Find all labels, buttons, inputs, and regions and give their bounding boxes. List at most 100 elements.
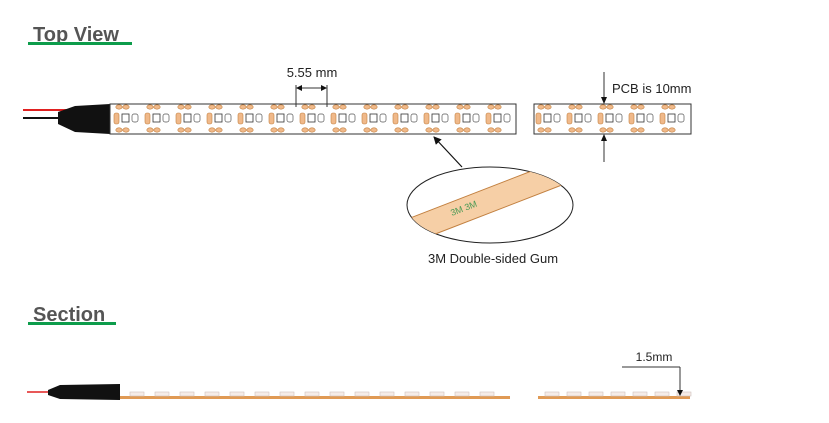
- copper-pad: [485, 112, 492, 125]
- copper-pad: [268, 112, 275, 125]
- tape-detail-callout: 3M 3M 3M Double-sided Gum: [406, 166, 574, 266]
- solder-pad: [370, 127, 378, 133]
- solder-pad: [661, 127, 669, 133]
- solder-pad: [177, 127, 185, 133]
- resistor: [553, 113, 561, 123]
- solder-pad: [184, 127, 192, 133]
- solder-pad: [637, 104, 645, 110]
- solder-pad: [394, 127, 402, 133]
- solder-pad: [208, 104, 216, 110]
- led-unit: [566, 104, 592, 133]
- solder-pad: [301, 104, 309, 110]
- led-unit: [597, 104, 623, 133]
- led-unit: [423, 104, 449, 133]
- led-chip: [369, 113, 378, 123]
- solder-pad: [184, 104, 192, 110]
- solder-pad: [153, 104, 161, 110]
- copper-pad: [535, 112, 542, 125]
- section-led: [454, 391, 470, 397]
- solder-pad: [308, 127, 316, 133]
- section-led: [544, 391, 560, 397]
- solder-pad: [575, 127, 583, 133]
- solder-pad: [456, 127, 464, 133]
- led-unit: [361, 104, 387, 133]
- led-chip: [245, 113, 254, 123]
- led-chip: [431, 113, 440, 123]
- section-view-group: 1.5mm: [27, 350, 692, 400]
- copper-pad: [175, 112, 182, 125]
- section-led: [129, 391, 145, 397]
- section-led: [588, 391, 604, 397]
- resistor: [410, 113, 418, 123]
- solder-pad: [463, 104, 471, 110]
- section-led: [566, 391, 582, 397]
- led-unit: [175, 104, 201, 133]
- led-unit: [330, 104, 356, 133]
- section-led: [304, 391, 320, 397]
- solder-pad: [537, 104, 545, 110]
- solder-pad: [146, 127, 154, 133]
- resistor: [193, 113, 201, 123]
- top-view-group: 5.55 mm PCB is 10mm 3M 3M 3M Double-side…: [23, 65, 692, 266]
- tape-label: 3M Double-sided Gum: [428, 251, 558, 266]
- solder-pad: [332, 104, 340, 110]
- solder-pad: [637, 127, 645, 133]
- top-view-heading-underline: [28, 42, 132, 45]
- solder-pad: [146, 104, 154, 110]
- solder-pad: [568, 104, 576, 110]
- resistor: [441, 113, 449, 123]
- resistor: [379, 113, 387, 123]
- solder-pad: [153, 127, 161, 133]
- solder-pad: [401, 104, 409, 110]
- solder-pad: [363, 104, 371, 110]
- solder-pad: [487, 104, 495, 110]
- solder-pad: [177, 104, 185, 110]
- led-unit: [268, 104, 294, 133]
- solder-pad: [339, 104, 347, 110]
- solder-pad: [301, 127, 309, 133]
- resistor: [503, 113, 511, 123]
- solder-pad: [544, 127, 552, 133]
- section-led: [479, 391, 495, 397]
- led-chip: [636, 113, 645, 123]
- solder-pad: [277, 127, 285, 133]
- copper-pad: [299, 112, 306, 125]
- pitch-dimension: 5.55 mm: [287, 65, 337, 107]
- led-unit: [628, 104, 654, 133]
- solder-pad: [487, 127, 495, 133]
- top-view-heading: Top View: [33, 24, 119, 46]
- solder-pad: [208, 127, 216, 133]
- section-led: [229, 391, 245, 397]
- resistor: [472, 113, 480, 123]
- solder-pad: [630, 104, 638, 110]
- copper-pad: [566, 112, 573, 125]
- led-chip: [574, 113, 583, 123]
- copper-pad: [361, 112, 368, 125]
- solder-pad: [668, 127, 676, 133]
- solder-pad: [599, 104, 607, 110]
- led-unit: [299, 104, 325, 133]
- solder-pad: [122, 127, 130, 133]
- section-led: [354, 391, 370, 397]
- section-led: [654, 391, 670, 397]
- resistor: [224, 113, 232, 123]
- led-chip: [214, 113, 223, 123]
- resistor: [286, 113, 294, 123]
- led-unit: [206, 104, 232, 133]
- section-led: [329, 391, 345, 397]
- solder-pad: [277, 104, 285, 110]
- solder-pad: [425, 104, 433, 110]
- section-pcb-segment-1: [120, 396, 510, 399]
- strip-1-leds: [113, 104, 511, 133]
- resistor: [677, 113, 685, 123]
- solder-pad: [239, 104, 247, 110]
- copper-pad: [144, 112, 151, 125]
- section-led: [632, 391, 648, 397]
- solder-pad: [246, 127, 254, 133]
- resistor: [255, 113, 263, 123]
- solder-pad: [215, 127, 223, 133]
- section-heading-underline: [28, 322, 116, 325]
- solder-pad: [239, 127, 247, 133]
- section-led: [204, 391, 220, 397]
- led-chip: [307, 113, 316, 123]
